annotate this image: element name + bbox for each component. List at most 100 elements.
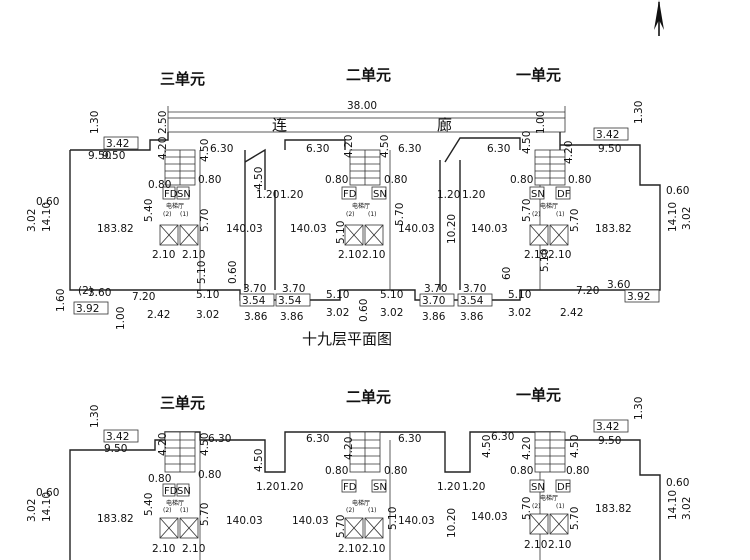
svg-text:电梯厅: 电梯厅 — [352, 499, 370, 507]
svg-text:1.20: 1.20 — [256, 189, 279, 201]
svg-text:(1): (1) — [556, 503, 565, 510]
svg-text:3.54: 3.54 — [278, 295, 302, 307]
svg-text:0.60: 0.60 — [36, 196, 59, 208]
corridor-label-1: 连 — [272, 116, 287, 134]
svg-text:5.70: 5.70 — [199, 209, 211, 232]
svg-text:3.86: 3.86 — [460, 311, 484, 323]
corridor-band — [167, 117, 566, 133]
svg-text:0.80: 0.80 — [510, 465, 533, 477]
svg-text:FD: FD — [343, 189, 357, 200]
svg-text:4.50: 4.50 — [521, 131, 533, 154]
svg-text:4.20: 4.20 — [343, 135, 355, 158]
svg-text:2.10: 2.10 — [362, 249, 385, 261]
svg-text:2.10: 2.10 — [524, 249, 547, 261]
svg-text:3.86: 3.86 — [422, 311, 446, 323]
svg-text:1.20: 1.20 — [280, 481, 303, 493]
svg-text:0.80: 0.80 — [198, 469, 221, 481]
svg-text:5.70: 5.70 — [569, 209, 581, 232]
svg-text:电梯厅: 电梯厅 — [352, 202, 370, 210]
svg-text:3.02: 3.02 — [26, 209, 38, 232]
svg-text:5.70: 5.70 — [521, 497, 533, 520]
svg-text:3.70: 3.70 — [422, 295, 445, 307]
svg-text:(1): (1) — [368, 507, 377, 514]
plan-caption: 十九层平面图 — [302, 330, 392, 348]
svg-text:5.70: 5.70 — [394, 203, 406, 226]
overall-length-label: 38.00 — [347, 100, 377, 112]
lift-lobby-three: FD SN 电梯厅 (2) (1) — [159, 186, 199, 246]
svg-text:10.20: 10.20 — [446, 508, 458, 538]
svg-text:6.30: 6.30 — [398, 143, 421, 155]
unit-title-one: 一单元 — [516, 66, 561, 84]
area-label: 183.82 — [97, 223, 134, 235]
top-floor-plan: 三单元 二单元 一单元 38.00 连 廊 — [26, 66, 693, 348]
svg-text:SN: SN — [373, 482, 387, 493]
svg-text:3.02: 3.02 — [508, 307, 531, 319]
svg-text:(1): (1) — [556, 211, 565, 218]
svg-text:4.50: 4.50 — [379, 135, 391, 158]
unit-title-two: 二单元 — [346, 66, 391, 84]
svg-text:(1): (1) — [368, 211, 377, 218]
svg-text:3.02: 3.02 — [681, 207, 693, 230]
area-label: 140.03 — [226, 515, 263, 527]
svg-text:4.50: 4.50 — [569, 435, 581, 458]
svg-text:(2): (2) — [532, 211, 541, 218]
svg-text:FD: FD — [164, 189, 178, 200]
svg-text:5.10: 5.10 — [380, 289, 403, 301]
svg-text:3.86: 3.86 — [244, 311, 268, 323]
svg-text:6.30: 6.30 — [208, 433, 231, 445]
svg-text:2.10: 2.10 — [152, 543, 175, 555]
svg-text:0.80: 0.80 — [384, 465, 407, 477]
svg-text:0.60: 0.60 — [358, 299, 370, 322]
svg-text:9.50: 9.50 — [102, 150, 125, 162]
svg-text:3.60: 3.60 — [607, 279, 630, 291]
svg-text:1.20: 1.20 — [437, 481, 460, 493]
stair-unit-two — [349, 149, 381, 186]
svg-text:5.40: 5.40 — [143, 493, 155, 516]
svg-text:3.02: 3.02 — [380, 307, 403, 319]
svg-text:0.80: 0.80 — [325, 174, 348, 186]
svg-text:3.42: 3.42 — [596, 421, 619, 433]
stair-unit-one — [534, 431, 566, 473]
area-label: 183.82 — [595, 503, 632, 515]
svg-text:3.92: 3.92 — [76, 303, 99, 315]
stair-unit-one — [534, 149, 566, 186]
svg-text:6.30: 6.30 — [210, 143, 233, 155]
svg-text:2.10: 2.10 — [362, 543, 385, 555]
svg-text:9.50: 9.50 — [598, 435, 621, 447]
svg-text:2.10: 2.10 — [524, 539, 547, 551]
svg-text:0.60: 0.60 — [227, 261, 239, 284]
area-label: 140.03 — [398, 515, 435, 527]
svg-text:电梯厅: 电梯厅 — [540, 202, 558, 210]
svg-text:4.50: 4.50 — [199, 139, 211, 162]
lift-lobby-two: FD SN 电梯厅 (2) (1) — [341, 186, 387, 246]
svg-text:3.02: 3.02 — [26, 499, 38, 522]
svg-text:9.50: 9.50 — [598, 143, 621, 155]
svg-text:3.70: 3.70 — [463, 283, 486, 295]
svg-text:1.30: 1.30 — [633, 397, 645, 420]
svg-text:5.70: 5.70 — [199, 503, 211, 526]
svg-text:2.50: 2.50 — [157, 111, 169, 134]
svg-text:0.80: 0.80 — [566, 465, 589, 477]
north-arrow-icon — [654, 0, 664, 36]
area-label: 140.03 — [398, 223, 435, 235]
svg-text:0.60: 0.60 — [666, 477, 689, 489]
svg-text:9.50: 9.50 — [104, 443, 127, 455]
svg-text:1.20: 1.20 — [437, 189, 460, 201]
svg-text:3.70: 3.70 — [282, 283, 305, 295]
stair-unit-three — [164, 431, 196, 473]
svg-text:(2): (2) — [78, 285, 93, 297]
svg-text:(2): (2) — [532, 503, 541, 510]
svg-text:SN: SN — [531, 482, 545, 493]
svg-text:0.80: 0.80 — [198, 174, 221, 186]
svg-text:6.30: 6.30 — [306, 433, 329, 445]
area-label: 140.03 — [471, 223, 508, 235]
svg-text:1.60: 1.60 — [55, 289, 67, 312]
lift-lobby-three: FD SN 电梯厅 (2) (1) — [159, 483, 199, 539]
svg-text:5.10: 5.10 — [508, 289, 531, 301]
lift-lobby-one: SN DF 电梯厅 (2) (1) — [529, 479, 571, 535]
lift-lobby-two: FD SN 电梯厅 (2) (1) — [341, 479, 387, 539]
svg-text:5.10: 5.10 — [539, 249, 551, 272]
svg-text:(2): (2) — [346, 211, 355, 218]
svg-text:0.80: 0.80 — [325, 465, 348, 477]
svg-text:(2): (2) — [163, 211, 172, 218]
